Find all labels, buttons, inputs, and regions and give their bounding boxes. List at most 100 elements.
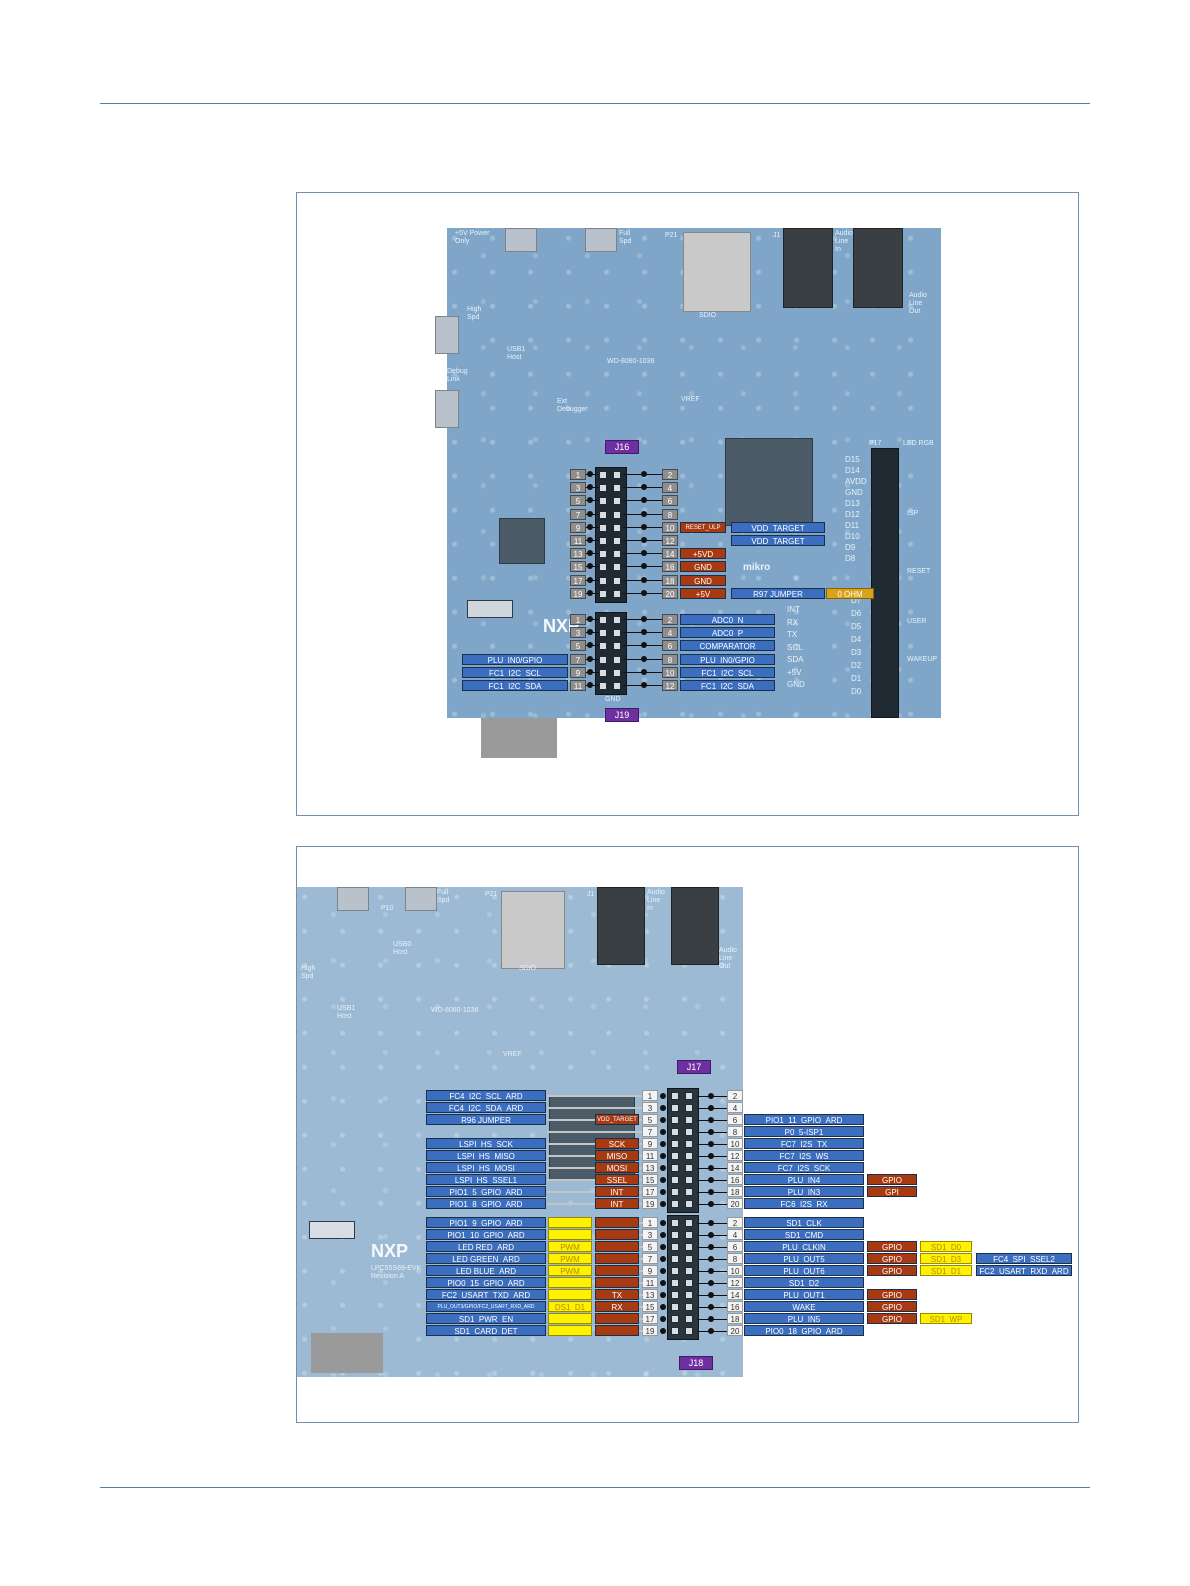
pin-dot [660, 1280, 666, 1286]
board-label: High Spd [301, 965, 316, 980]
pin-number: 11 [570, 535, 586, 546]
pin-label: FC1_I2C_SDA [680, 680, 775, 691]
pin-socket [685, 1128, 693, 1136]
pin-label: PLU_CLKIN [744, 1241, 864, 1252]
pin-label: GPIO [867, 1301, 917, 1312]
pin-wire [639, 1234, 643, 1236]
pin-socket [599, 682, 607, 690]
pin-socket [599, 563, 607, 572]
pin-label: PLU_IN5 [744, 1313, 864, 1324]
pin-socket [671, 1104, 679, 1112]
pin-label [595, 1229, 639, 1240]
pin-dot [660, 1328, 666, 1334]
pin-dot [660, 1177, 666, 1183]
pin-dot [587, 523, 593, 530]
pin-label: PLU_OUT5 [744, 1253, 864, 1264]
board-label: LPC55S69-EVK Revision A [371, 1265, 422, 1280]
pin-socket [671, 1200, 679, 1208]
pin-wire [697, 1156, 727, 1157]
pin-wire [697, 1235, 727, 1236]
pin-label: MOSI [595, 1162, 639, 1173]
pin-socket [599, 668, 607, 677]
pin-dot [641, 629, 647, 636]
pin-socket [685, 1152, 693, 1160]
pin-label: PIO1_8_GPIO_ARD [426, 1198, 546, 1209]
pin-socket [685, 1279, 693, 1287]
pin-label: FC2_USART_TXD_ARD [426, 1289, 546, 1300]
pin-number: 6 [727, 1114, 743, 1125]
pin-wire [697, 1180, 727, 1181]
pin-label: PLU_OUT6 [744, 1265, 864, 1276]
pin-label: GPIO [867, 1313, 917, 1324]
header-tag-j17: J17 [677, 1060, 711, 1074]
board-label: D15 D14 AVDD GND D13 D12 D11 D10 D9 D8 [845, 455, 867, 563]
pin-label: PIO1_5_GPIO_ARD [426, 1186, 546, 1197]
board-label: USB1 Host [507, 346, 526, 361]
pin-number: 3 [642, 1102, 658, 1113]
pin-label: LED GREEN_ARD [426, 1253, 546, 1264]
pin-socket [613, 629, 621, 638]
pin-label: SD1_D1 [920, 1265, 972, 1276]
sd-card-slot [683, 232, 751, 312]
pin-label: P0_5-ISP1 [744, 1126, 864, 1137]
pin-socket [613, 682, 621, 690]
board-photo-1: +5V Power Only Full Spd P21 J1 Audio Lin… [435, 228, 941, 718]
board-label: Audio Line In [835, 230, 853, 253]
pin-label: SCK [595, 1138, 639, 1149]
pin-socket [685, 1255, 693, 1263]
pin-number: 2 [727, 1090, 743, 1101]
pin-number: 20 [727, 1198, 743, 1209]
pin-dot [641, 510, 647, 517]
pin-number: 18 [662, 574, 678, 586]
pin-wire [639, 1318, 643, 1320]
board-label: J1 [587, 891, 595, 898]
pin-number: 6 [662, 640, 678, 652]
pin-number: 18 [727, 1186, 743, 1197]
board-label: +5V Power Only [455, 230, 490, 245]
board-label: USER [907, 618, 927, 625]
pin-socket [599, 523, 607, 532]
board-label: VREF [681, 396, 700, 403]
pin-dot [660, 1153, 666, 1159]
pin-number: 3 [570, 627, 586, 639]
ic-chip [499, 518, 545, 564]
board-label: NXP [371, 1241, 409, 1261]
pin-label: PIO0_15_GPIO_ARD [426, 1277, 546, 1288]
pin-socket [599, 629, 607, 638]
pin-wire [639, 1294, 643, 1296]
pin-dot [587, 668, 593, 675]
pin-socket [685, 1303, 693, 1311]
pin-wire [697, 1307, 727, 1308]
pin-label: FC1_I2C_SCL [680, 666, 775, 678]
pin-dot [641, 576, 647, 583]
audio-jack [597, 887, 645, 965]
pin-number: 13 [642, 1289, 658, 1300]
pin-dot [660, 1141, 666, 1147]
board-label: Audio Line Out [909, 292, 927, 315]
pin-dot [641, 523, 647, 530]
pin-label: ADC0_P [680, 627, 775, 639]
pin-label [595, 1313, 639, 1324]
board-label: High Spd [467, 306, 482, 321]
figure-2-panel: P10 Full Spd P21 J1 Audio Line In Audio … [296, 846, 1079, 1423]
pin-label [595, 1253, 639, 1264]
pin-number: 1 [570, 614, 586, 625]
pin-wire [697, 1132, 727, 1133]
pin-wire [697, 1331, 727, 1332]
board-label: Audio Line In [647, 889, 665, 912]
pin-number: 6 [727, 1241, 743, 1252]
pin-number: 2 [727, 1217, 743, 1228]
pin-label: SD1_D0 [920, 1241, 972, 1252]
pin-dot [660, 1268, 666, 1274]
pin-socket [685, 1092, 693, 1100]
pin-socket [613, 589, 621, 598]
audio-jack [853, 228, 903, 308]
pin-number: 1 [570, 469, 586, 480]
top-rule [100, 103, 1090, 104]
pin-socket [613, 642, 621, 651]
pin-socket [599, 550, 607, 559]
pin-label: PLU_IN0/GPIO [680, 653, 775, 665]
pin-dot [660, 1129, 666, 1135]
pin-wire [697, 1319, 727, 1320]
pin-label: GND [680, 574, 726, 586]
